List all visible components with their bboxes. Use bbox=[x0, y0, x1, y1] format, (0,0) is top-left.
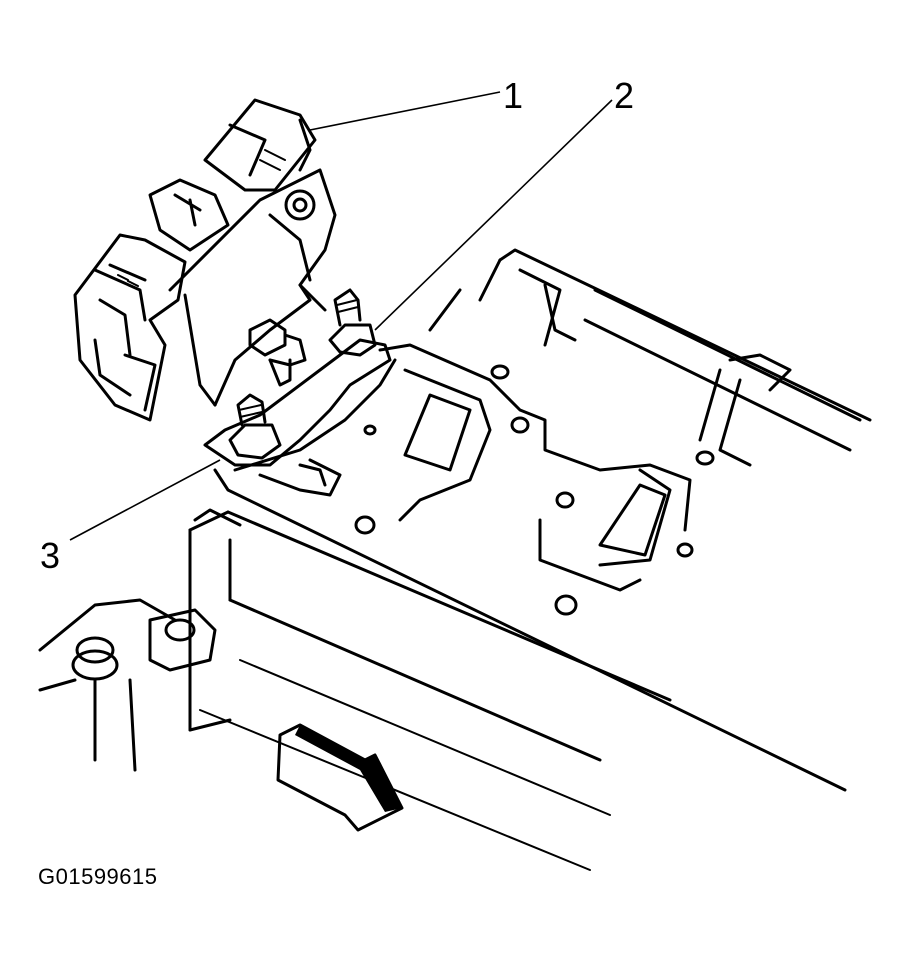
figure-id: G01599615 bbox=[38, 864, 158, 889]
mounting-stud-upper bbox=[328, 288, 377, 357]
coil-bracket bbox=[203, 338, 397, 497]
forward-arrow-icon bbox=[276, 723, 404, 832]
engine-block bbox=[188, 248, 872, 871]
callout-2-label: 2 bbox=[614, 75, 634, 116]
callout-3-label: 3 bbox=[40, 535, 60, 576]
callout-1-label: 1 bbox=[503, 75, 523, 116]
engine-fitting bbox=[38, 598, 217, 772]
mounting-stud-lower bbox=[228, 393, 282, 460]
ignition-coil-module bbox=[73, 98, 337, 422]
callout-leaders bbox=[69, 91, 613, 541]
